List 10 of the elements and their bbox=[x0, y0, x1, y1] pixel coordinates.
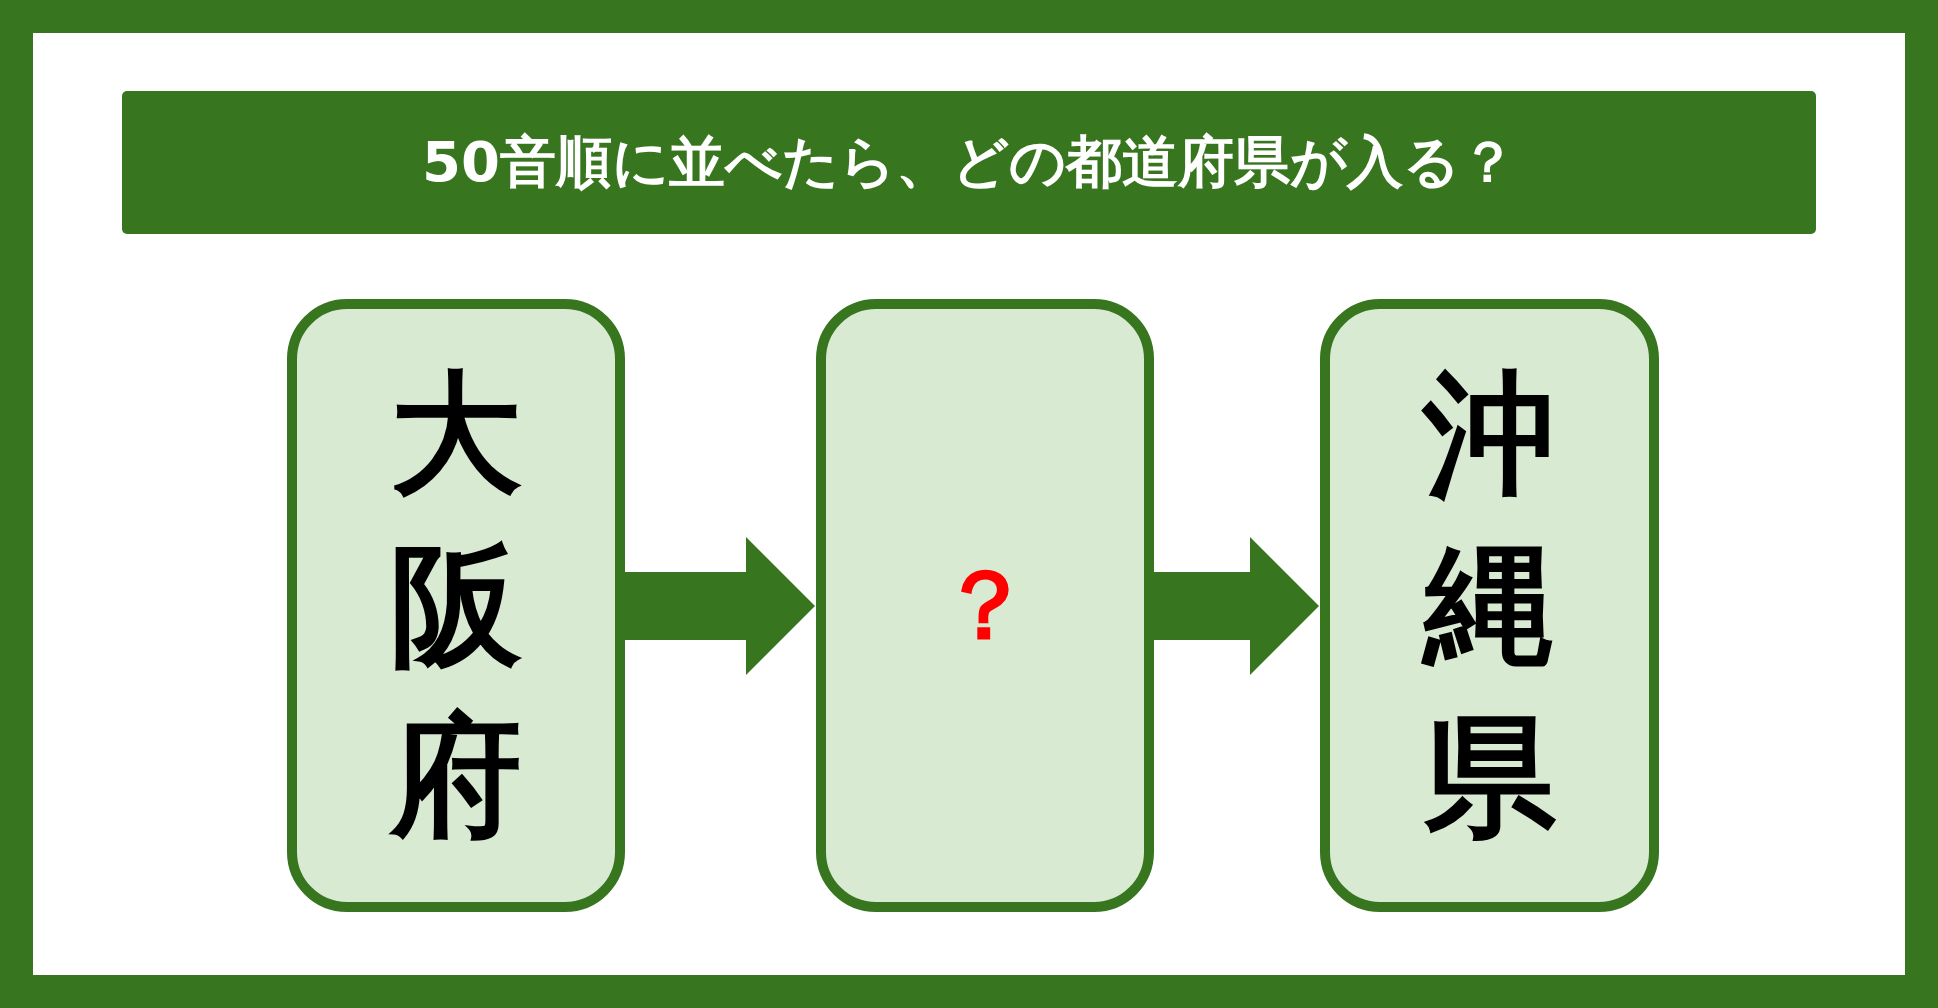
question-mark: ？ bbox=[937, 552, 1033, 659]
title-banner bbox=[122, 91, 1816, 234]
prefecture-name: 沖縄県 bbox=[1423, 355, 1556, 856]
block-arrow bbox=[1154, 537, 1319, 675]
answer-card bbox=[1320, 299, 1659, 912]
answer-card bbox=[816, 299, 1154, 912]
block-arrow bbox=[625, 537, 815, 675]
prefecture-name: 大阪府 bbox=[390, 355, 522, 856]
answer-card bbox=[287, 299, 625, 912]
title-text: 50音順に並べたら、どの都道府県が入る？ bbox=[422, 127, 1516, 196]
